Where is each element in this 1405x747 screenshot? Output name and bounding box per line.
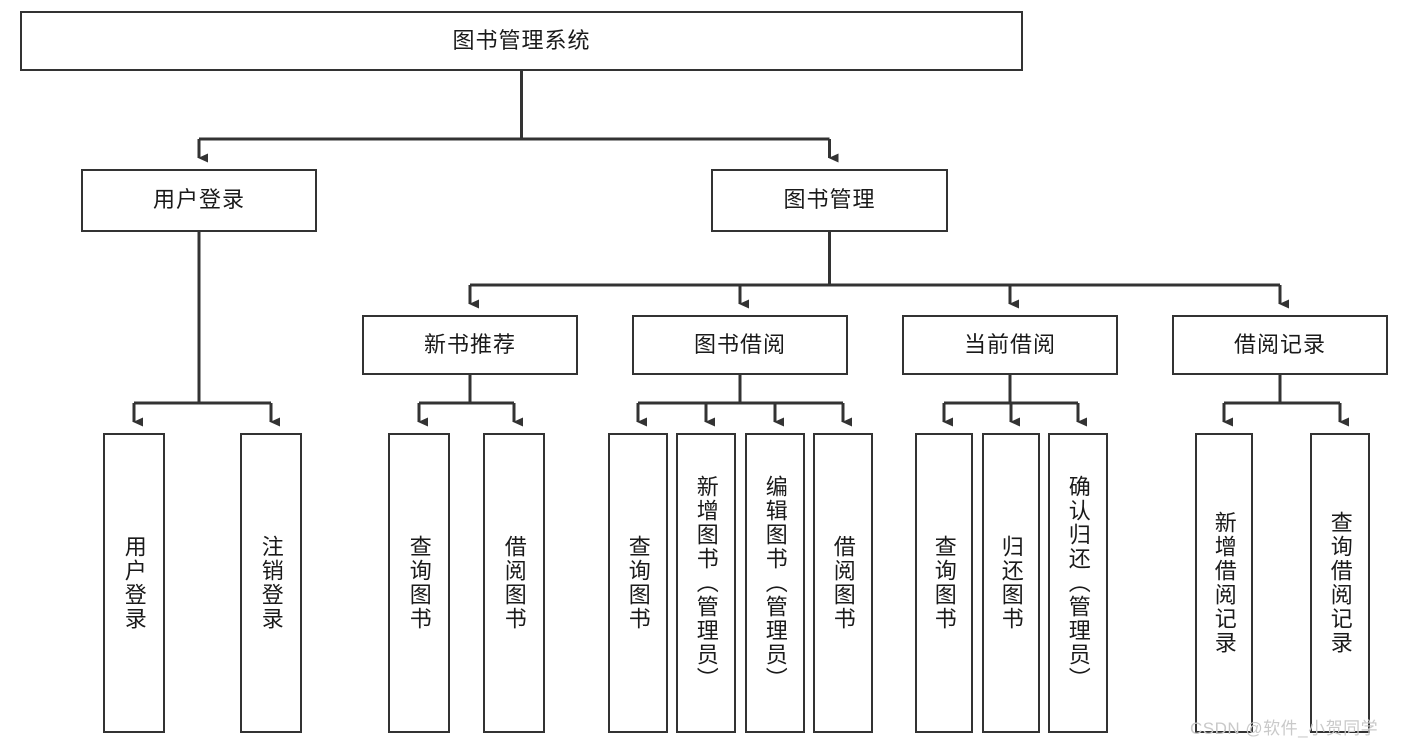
node-label: 借阅图书 (501, 535, 527, 631)
node-label: 新增借阅记录 (1211, 511, 1237, 655)
node-label: 查询图书 (406, 535, 432, 631)
node-leaf-add-record[interactable]: 新增借阅记录 (1195, 433, 1253, 733)
node-leaf-query-book-rec[interactable]: 查询图书 (388, 433, 450, 733)
node-label: 注销登录 (258, 535, 284, 631)
node-label: 查询图书 (931, 535, 957, 631)
node-leaf-query-record[interactable]: 查询借阅记录 (1310, 433, 1370, 733)
node-label: 图书管理系统 (452, 27, 591, 53)
watermark-text: CSDN @软件_小贺同学 (1190, 719, 1379, 738)
node-leaf-logout[interactable]: 注销登录 (240, 433, 302, 733)
node-label: 查询借阅记录 (1327, 511, 1353, 655)
node-borrow-record[interactable]: 借阅记录 (1172, 315, 1388, 375)
connector-lines (132, 71, 1349, 427)
node-leaf-user-login[interactable]: 用户登录 (103, 433, 165, 733)
node-leaf-borrow-book-rec[interactable]: 借阅图书 (483, 433, 545, 733)
node-label: 借阅图书 (830, 535, 856, 631)
node-current-borrow[interactable]: 当前借阅 (902, 315, 1118, 375)
node-label: 新增图书（管理员） (693, 475, 719, 691)
node-leaf-add-book[interactable]: 新增图书（管理员） (676, 433, 736, 733)
node-leaf-return-book[interactable]: 归还图书 (982, 433, 1040, 733)
node-label: 图书管理 (783, 187, 876, 213)
node-user-login[interactable]: 用户登录 (81, 169, 317, 232)
node-leaf-edit-book[interactable]: 编辑图书（管理员） (745, 433, 805, 733)
node-label: 查询图书 (625, 535, 651, 631)
node-book-manage[interactable]: 图书管理 (711, 169, 948, 232)
node-label: 用户登录 (121, 535, 147, 631)
node-leaf-borrow-book[interactable]: 借阅图书 (813, 433, 873, 733)
node-label: 新书推荐 (423, 331, 516, 357)
node-root[interactable]: 图书管理系统 (20, 11, 1023, 71)
node-label: 当前借阅 (963, 331, 1056, 357)
node-leaf-query-book-cur[interactable]: 查询图书 (915, 433, 973, 733)
node-label: 编辑图书（管理员） (762, 475, 788, 691)
node-new-book-recommend[interactable]: 新书推荐 (362, 315, 578, 375)
node-book-borrow[interactable]: 图书借阅 (632, 315, 848, 375)
node-label: 用户登录 (152, 187, 245, 213)
node-label: 图书借阅 (693, 331, 786, 357)
node-leaf-query-book-borrow[interactable]: 查询图书 (608, 433, 668, 733)
node-label: 归还图书 (998, 535, 1024, 631)
node-label: 借阅记录 (1233, 331, 1326, 357)
node-leaf-confirm-return[interactable]: 确认归还（管理员） (1048, 433, 1108, 733)
node-label: 确认归还（管理员） (1065, 475, 1091, 691)
